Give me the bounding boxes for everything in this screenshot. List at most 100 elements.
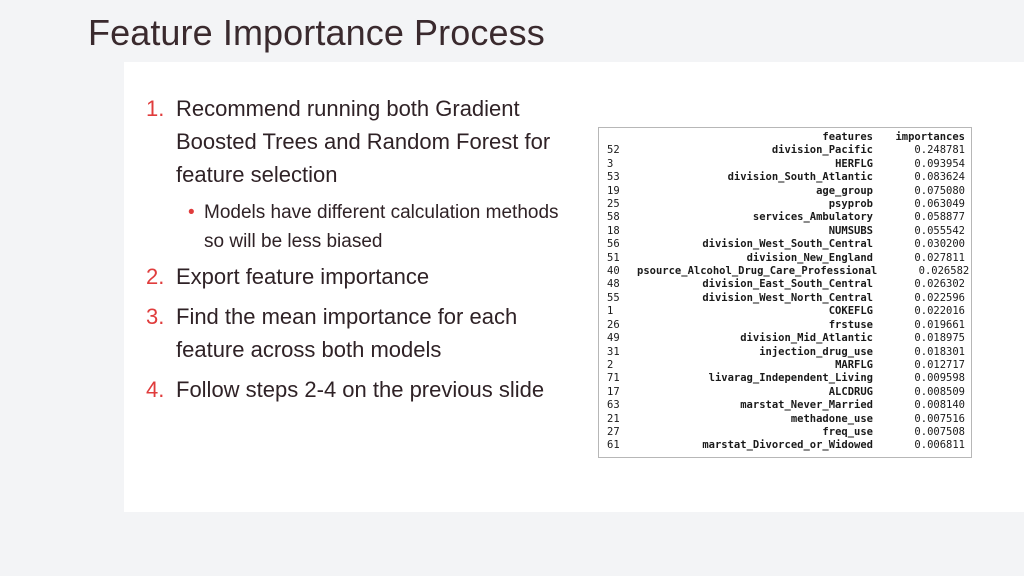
row-index: 19	[607, 184, 620, 197]
table-row: 18 NUMSUBS 0.055542	[599, 225, 971, 238]
row-index: 49	[607, 332, 620, 345]
row-importance-value: 0.007516	[914, 412, 965, 425]
step-item: 2. Export feature importance	[142, 260, 562, 293]
table-row: 56 division_West_South_Central 0.030200	[599, 238, 971, 251]
row-feature-name: COKEFLG	[828, 305, 873, 318]
row-importance-value: 0.012717	[914, 358, 965, 371]
row-importance-value: 0.063049	[914, 198, 965, 211]
row-importance-value: 0.093954	[914, 157, 965, 170]
step-number: 2.	[146, 264, 165, 289]
row-importance-value: 0.022596	[914, 291, 965, 304]
step-item: 1. Recommend running both Gradient Booste…	[142, 92, 562, 191]
table-header-features: features	[822, 131, 873, 143]
row-index: 52	[607, 144, 620, 157]
table-row: 40 psource_Alcohol_Drug_Care_Professional…	[599, 265, 971, 278]
row-importance-value: 0.058877	[914, 211, 965, 224]
row-index: 63	[607, 399, 620, 412]
row-index: 1	[607, 305, 614, 318]
row-feature-name: NUMSUBS	[828, 224, 873, 237]
step-number: 1.	[146, 96, 165, 121]
table-header-index	[599, 131, 637, 144]
row-index: 21	[607, 412, 620, 425]
row-importance-value: 0.022016	[914, 305, 965, 318]
row-feature-name: division_West_South_Central	[702, 238, 873, 251]
row-index: 40	[607, 265, 620, 278]
slide-title: Feature Importance Process	[88, 12, 545, 53]
row-feature-name: division_New_England	[746, 251, 873, 264]
row-importance-value: 0.007508	[914, 425, 965, 438]
row-feature-name: division_East_South_Central	[702, 278, 873, 291]
row-importance-value: 0.030200	[914, 238, 965, 251]
table-row: 1 COKEFLG 0.022016	[599, 305, 971, 318]
table-row: 27 freq_use 0.007508	[599, 426, 971, 439]
steps-list: 1. Recommend running both Gradient Booste…	[142, 92, 562, 413]
table-row: 19 age_group 0.075080	[599, 185, 971, 198]
table-row: 52 division_Pacific 0.248781	[599, 144, 971, 157]
row-index: 17	[607, 385, 620, 398]
row-importance-value: 0.026302	[914, 278, 965, 291]
row-feature-name: psyprob	[828, 198, 873, 211]
row-feature-name: frstuse	[828, 318, 873, 331]
row-importance-value: 0.008140	[914, 399, 965, 412]
row-feature-name: psource_Alcohol_Drug_Care_Professional	[637, 265, 878, 278]
content-panel: 1. Recommend running both Gradient Booste…	[124, 62, 1024, 512]
table-header-importances: importances	[895, 131, 965, 143]
table-row: 2 MARFLG 0.012717	[599, 359, 971, 372]
feature-importance-table: features importances 52 division_Pacific 0.2…	[598, 127, 972, 458]
row-importance-value: 0.019661	[914, 318, 965, 331]
row-index: 27	[607, 425, 620, 438]
row-importance-value: 0.055542	[914, 224, 965, 237]
row-index: 53	[607, 171, 620, 184]
table-row: 25 psyprob 0.063049	[599, 198, 971, 211]
row-importance-value: 0.248781	[914, 144, 965, 157]
bullet-dot-icon: •	[188, 202, 195, 223]
row-index: 48	[607, 278, 620, 291]
row-feature-name: age_group	[816, 184, 873, 197]
step-number: 4.	[146, 377, 165, 402]
step-item: 3. Find the mean importance for each feat…	[142, 300, 562, 366]
row-index: 56	[607, 238, 620, 251]
row-feature-name: injection_drug_use	[759, 345, 873, 358]
step-text: Find the mean importance for each featur…	[176, 304, 518, 362]
row-feature-name: HERFLG	[835, 157, 873, 170]
row-importance-value: 0.008509	[914, 385, 965, 398]
row-feature-name: freq_use	[822, 425, 873, 438]
row-index: 61	[607, 439, 620, 452]
step-text: Export feature importance	[176, 264, 430, 289]
step-text: Recommend running both Gradient Boosted …	[176, 96, 551, 187]
row-feature-name: division_Mid_Atlantic	[740, 332, 873, 345]
sub-bullet-list: • Models have different calculation metho…	[142, 198, 562, 256]
sub-bullet-text: Models have different calculation method…	[204, 202, 559, 252]
row-index: 25	[607, 198, 620, 211]
sub-bullet-item: • Models have different calculation metho…	[142, 198, 562, 256]
table-row: 31 injection_drug_use 0.018301	[599, 346, 971, 359]
row-importance-value: 0.026582	[918, 265, 970, 278]
row-feature-name: division_South_Atlantic	[727, 171, 873, 184]
table-row: 53 division_South_Atlantic 0.083624	[599, 171, 971, 184]
row-index: 18	[607, 224, 620, 237]
row-importance-value: 0.018301	[914, 345, 965, 358]
row-feature-name: marstat_Divorced_or_Widowed	[702, 439, 873, 452]
row-feature-name: division_Pacific	[771, 144, 873, 157]
row-index: 2	[607, 358, 614, 371]
step-text: Follow steps 2-4 on the previous slide	[176, 377, 545, 402]
row-importance-value: 0.075080	[914, 184, 965, 197]
row-index: 71	[607, 372, 620, 385]
row-index: 51	[607, 251, 620, 264]
row-index: 55	[607, 291, 620, 304]
step-number: 3.	[146, 304, 165, 329]
row-index: 31	[607, 345, 620, 358]
row-feature-name: livarag_Independent_Living	[708, 372, 873, 385]
row-feature-name: MARFLG	[835, 358, 873, 371]
row-importance-value: 0.083624	[914, 171, 965, 184]
row-feature-name: ALCDRUG	[828, 385, 873, 398]
row-index: 58	[607, 211, 620, 224]
